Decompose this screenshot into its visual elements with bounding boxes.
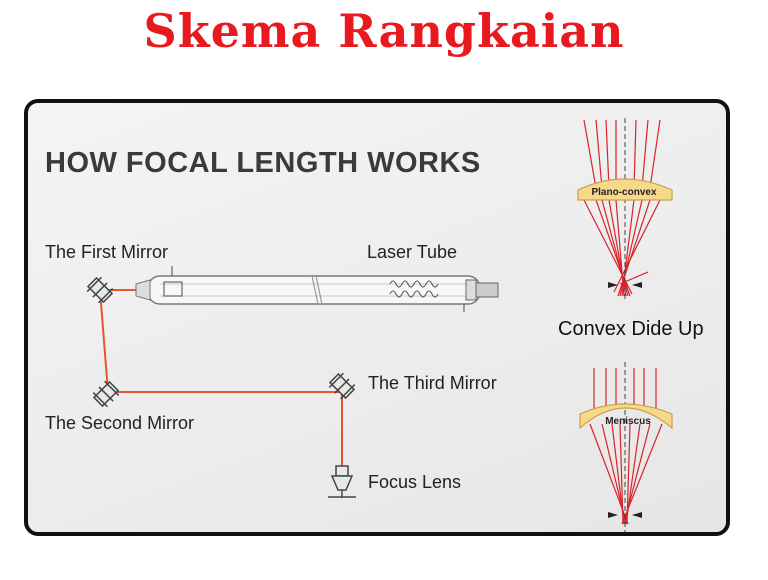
focus-lens — [328, 465, 356, 498]
first-mirror — [86, 276, 114, 304]
diagram-heading: HOW FOCAL LENGTH WORKS — [45, 147, 481, 179]
lens-label-meniscus: Meniscus — [605, 416, 651, 427]
diagram-frame — [24, 99, 730, 536]
lens-label-plano-convex: Plano-convex — [591, 187, 656, 198]
lens-caption: Convex Dide Up — [558, 318, 704, 340]
label-laser-tube: Laser Tube — [367, 242, 458, 262]
meniscus-lens-diagram — [579, 362, 673, 532]
label-focus-lens: Focus Lens — [368, 472, 462, 492]
laser-beam-path — [98, 289, 343, 470]
plano-convex-lens-diagram — [577, 118, 673, 300]
tube-coil — [389, 280, 439, 298]
label-third-mirror: The Third Mirror — [368, 373, 497, 393]
third-mirror — [328, 372, 356, 400]
second-mirror — [92, 380, 120, 408]
laser-tube — [135, 266, 499, 312]
page-title: Skema Rangkaian — [143, 4, 625, 58]
label-first-mirror: The First Mirror — [45, 242, 168, 262]
label-second-mirror: The Second Mirror — [45, 413, 195, 433]
